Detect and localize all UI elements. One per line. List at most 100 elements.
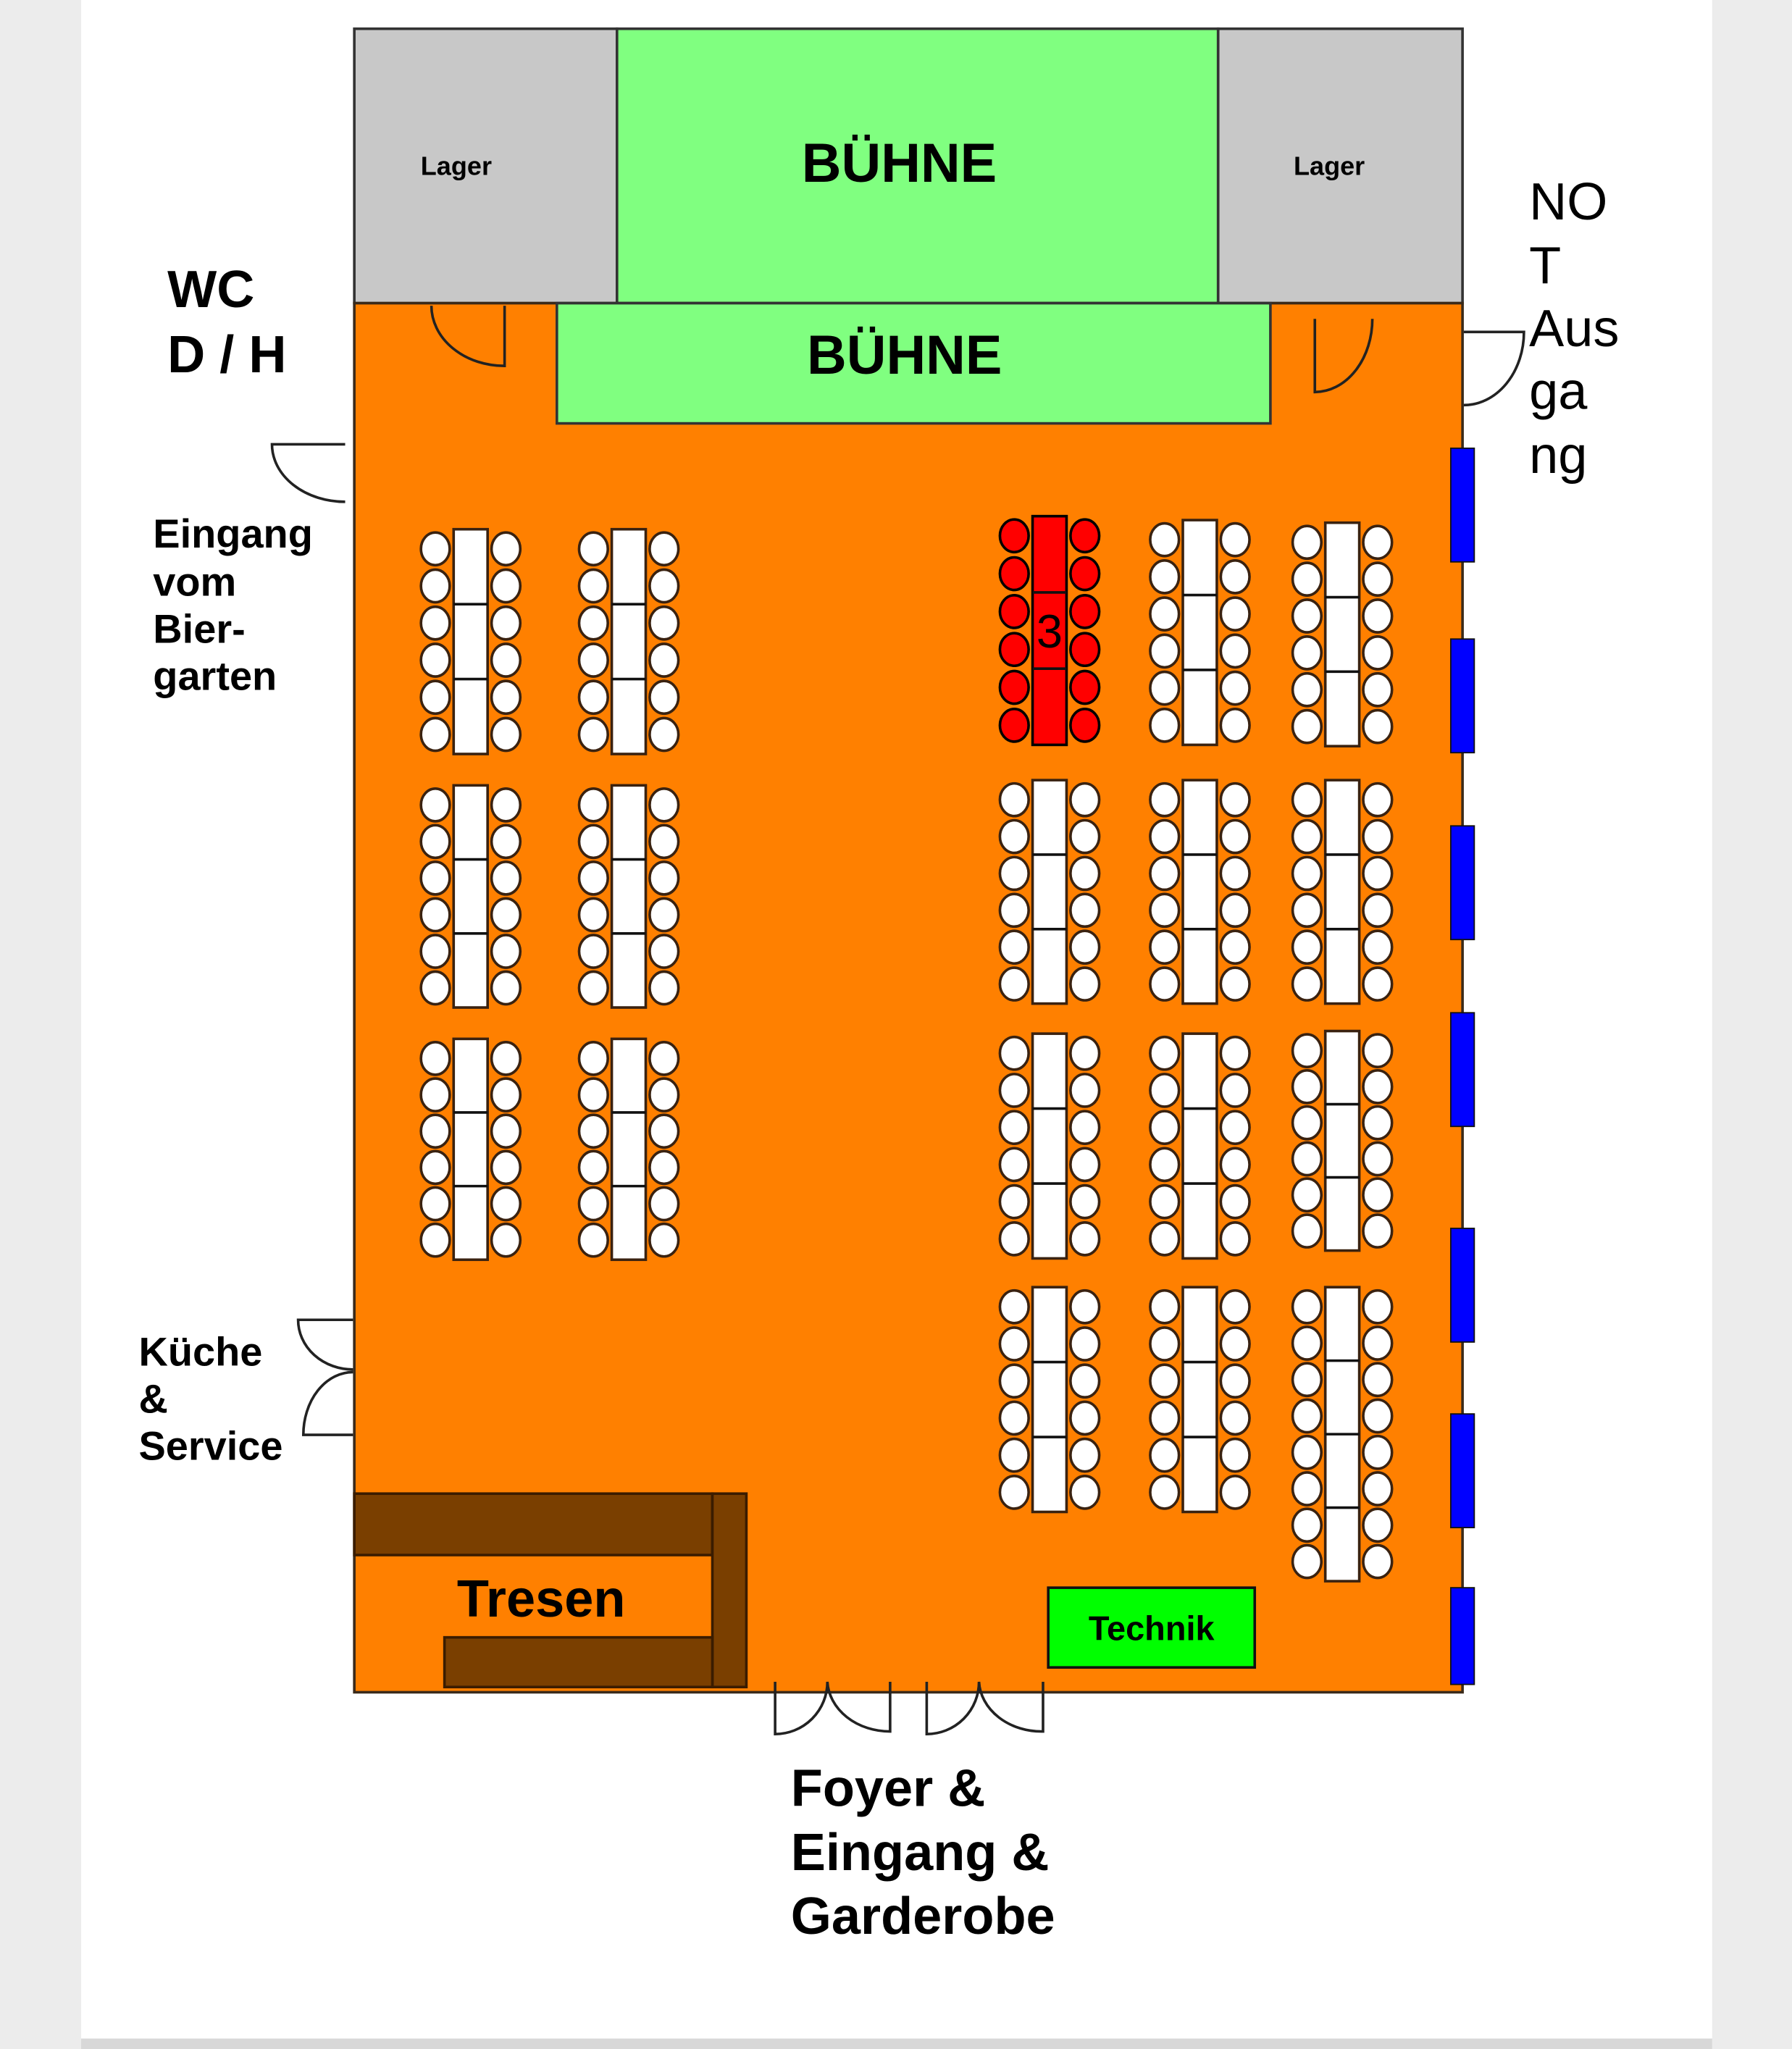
chair [1149,1363,1181,1399]
kitchen-label: Küche & Service [138,1328,282,1468]
chair [998,1035,1030,1071]
tech-label: Technik [1089,1609,1215,1647]
chair [1362,1362,1394,1398]
chair [490,1186,522,1222]
chair [419,824,451,860]
chair [1362,1543,1394,1580]
table[interactable] [1291,779,1394,1005]
table[interactable] [998,779,1101,1005]
chair [577,642,609,678]
chair [419,1186,451,1222]
table-top [1323,1029,1361,1252]
chair [1219,1073,1251,1108]
chair [490,1077,522,1113]
table[interactable] [577,527,680,755]
table[interactable] [998,1286,1101,1514]
chair [1219,892,1251,929]
chair [1069,929,1101,965]
table[interactable] [1149,519,1251,747]
chair [419,1222,451,1258]
label-line: NO [1529,173,1607,231]
chair [1291,818,1323,855]
chair [419,716,451,753]
chair [648,1186,680,1222]
chair [490,934,522,969]
table[interactable] [419,1037,522,1262]
emergency-exit-label: NO T Aus ga ng [1529,173,1619,485]
chair [1362,855,1394,892]
chair [577,568,609,604]
door-emergency-exit [1463,330,1525,407]
chair [419,934,451,969]
table[interactable] [1291,521,1394,748]
chair [1069,1437,1101,1473]
chair [1149,1147,1181,1183]
chair [1362,598,1394,634]
chair [648,1149,680,1186]
chair [1362,1325,1394,1361]
chair [1219,1147,1251,1183]
chair [1219,1183,1251,1220]
table-highlighted[interactable]: 3 [998,514,1101,747]
chair [1069,1326,1101,1362]
table[interactable] [1149,1032,1251,1260]
chair [1362,524,1394,561]
chair [1149,596,1181,632]
chair [1291,561,1323,597]
chair [577,1077,609,1113]
chair [577,787,609,823]
label-line: ga [1529,363,1588,421]
chair [1362,635,1394,671]
table[interactable] [577,784,680,1009]
table[interactable] [1291,1029,1394,1252]
chair [1291,1105,1323,1141]
chair [1291,1069,1323,1105]
chair [648,860,680,896]
chair [1362,1177,1394,1213]
chair [1149,559,1181,595]
chair [1291,1362,1323,1398]
table[interactable] [1149,779,1251,1005]
chair [1362,1289,1394,1325]
table[interactable] [1291,1286,1394,1583]
chair [998,818,1030,855]
chair [1362,708,1394,745]
chair [490,860,522,896]
table-top [452,527,489,755]
chair [1291,671,1323,708]
table[interactable] [419,527,522,755]
chair [648,1113,680,1149]
label-line: Aus [1529,300,1619,358]
chair [998,518,1030,554]
chair [648,970,680,1006]
chair [1362,1105,1394,1141]
table[interactable] [998,1032,1101,1260]
table[interactable] [419,784,522,1009]
label-line: Garderobe [791,1887,1055,1945]
table-top [1181,1286,1218,1514]
chair [648,1222,680,1258]
chair [648,679,680,716]
chair [419,531,451,567]
chair [998,556,1030,592]
table-top [610,527,648,755]
chair [1069,892,1101,929]
chair [490,679,522,716]
chair [1219,1475,1251,1510]
beer-garden-entrance-label: Eingang vom Bier- garten [153,511,313,699]
table[interactable] [577,1037,680,1262]
chair [1219,855,1251,892]
chair [1219,1221,1251,1257]
chair [648,605,680,641]
chair [1069,966,1101,1002]
label-line: T [1529,238,1561,296]
chair [419,568,451,604]
chair [998,855,1030,892]
table[interactable] [1149,1286,1251,1514]
chair [1291,1434,1323,1470]
chair [648,934,680,969]
chair [1362,561,1394,597]
stage-main [615,27,1220,305]
table-top [1031,1286,1068,1514]
